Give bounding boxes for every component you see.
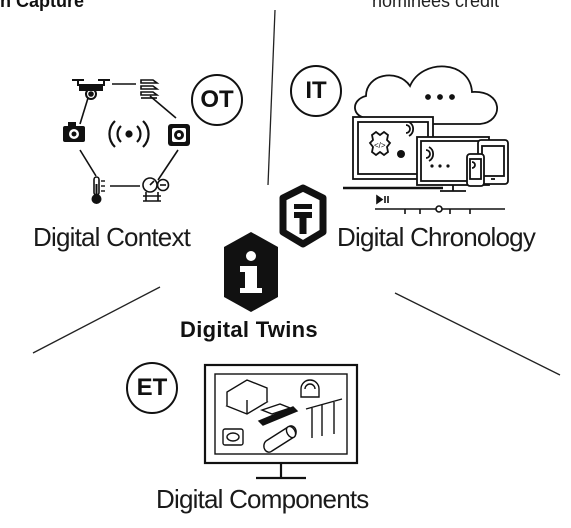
- drone-icon: [72, 79, 110, 100]
- ot-network: [79, 83, 179, 187]
- components-monitor-icon: [203, 363, 359, 480]
- divider-left: [32, 286, 161, 354]
- section-label-components: Digital Components: [156, 484, 369, 514]
- ot-badge: OT: [191, 74, 243, 126]
- speaker-icon: [168, 124, 190, 146]
- divider-top: [267, 9, 276, 186]
- media-timeline-icon: [375, 194, 505, 214]
- digital-twin-logo-icon: [224, 184, 327, 312]
- divider-right: [394, 292, 561, 376]
- it-badge: IT: [290, 65, 342, 117]
- wireless-icon: [108, 120, 150, 148]
- camera-icon: [63, 122, 85, 142]
- server-icon: [140, 79, 160, 99]
- et-badge: ET: [126, 362, 178, 414]
- cropped-caption-right: nominees credit: [372, 0, 500, 11]
- cropped-caption-left: n Capture: [0, 0, 85, 11]
- section-label-chronology: Digital Chronology: [337, 222, 536, 252]
- cloud-icon: [354, 65, 498, 125]
- smartphone-icon: [466, 153, 485, 187]
- component-parts-icon: [222, 379, 343, 453]
- svg-text:</>: </>: [374, 141, 386, 150]
- gauge-icon: [142, 177, 170, 202]
- section-label-context: Digital Context: [33, 222, 191, 252]
- divider-lines: [32, 9, 561, 376]
- thermometer-icon: [91, 176, 105, 204]
- center-title: Digital Twins: [180, 317, 318, 342]
